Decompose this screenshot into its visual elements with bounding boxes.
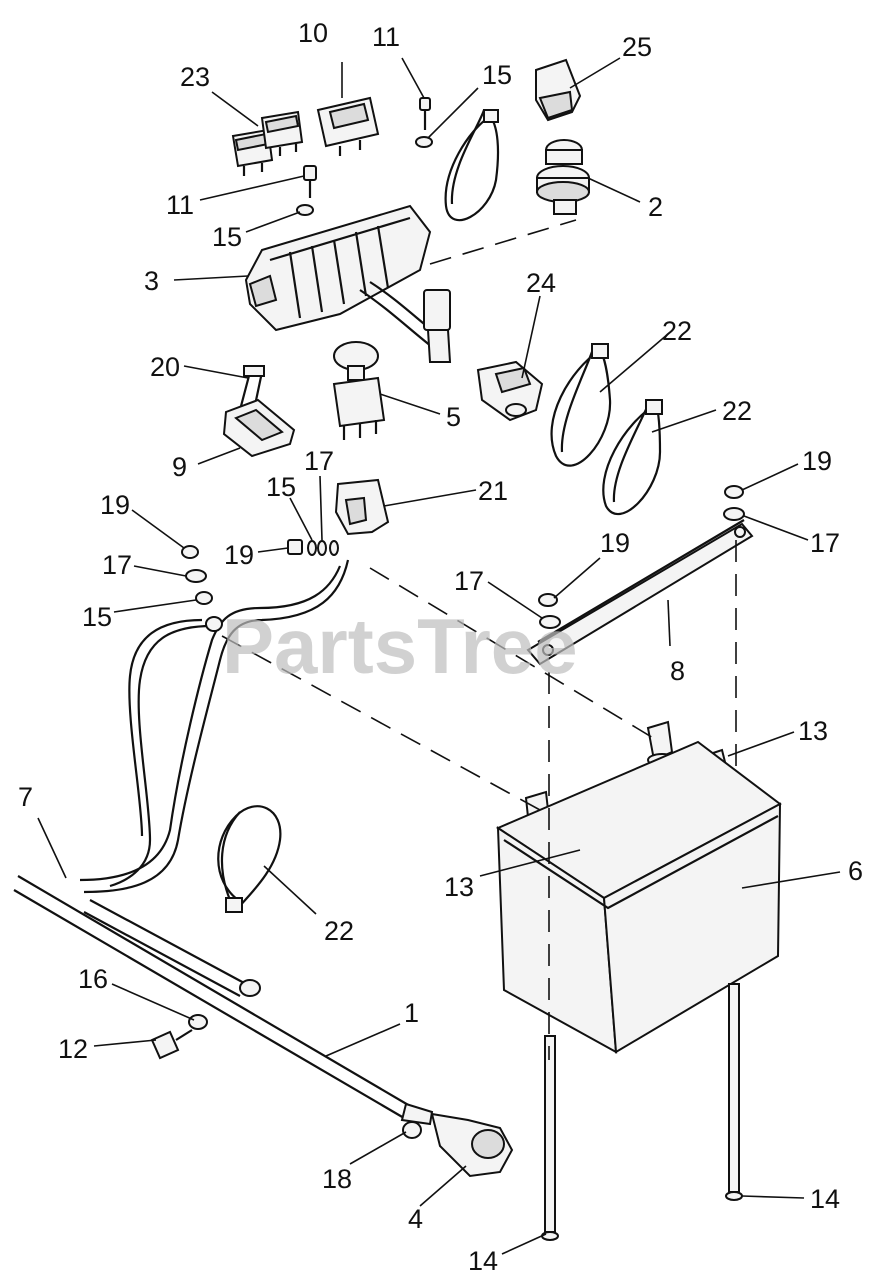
battery-bracket-part — [526, 519, 754, 666]
hour-meter-part — [316, 96, 380, 156]
callout-13: 13 — [798, 716, 828, 746]
callout-17: 17 — [810, 528, 840, 558]
nut-washer-part — [181, 485, 745, 629]
callout-19: 19 — [100, 490, 130, 520]
callout-7: 7 — [18, 782, 33, 812]
callout-9: 9 — [172, 452, 187, 482]
ground-cable-part — [13, 875, 434, 1126]
cable-tie-part — [550, 343, 663, 515]
battery-cable-part — [79, 559, 350, 997]
callout-20: 20 — [150, 352, 180, 382]
callout-1: 1 — [404, 998, 419, 1028]
relay-part — [476, 360, 544, 422]
callout-19: 19 — [802, 446, 832, 476]
callout-25: 25 — [622, 32, 652, 62]
battery-part — [495, 740, 782, 1054]
callout-15: 15 — [212, 222, 242, 252]
ignition-key-part — [535, 58, 582, 122]
ignition-switch-part — [536, 139, 590, 215]
hardware-part — [150, 1014, 422, 1139]
callout-labels: 10 11 15 25 23 11 2 15 3 24 22 20 5 22 9… — [18, 18, 863, 1276]
callout-10: 10 — [298, 18, 328, 48]
callout-15: 15 — [482, 60, 512, 90]
callout-19: 19 — [600, 528, 630, 558]
callout-14: 14 — [468, 1246, 498, 1276]
pto-switch-part — [332, 341, 386, 440]
callout-11: 11 — [166, 190, 194, 220]
callout-17: 17 — [454, 566, 484, 596]
cable-tie-part — [444, 109, 500, 222]
callout-22: 22 — [722, 396, 752, 426]
leader-lines — [37, 57, 841, 1255]
watermark-text: PartsTree — [222, 602, 578, 690]
callout-23: 23 — [180, 62, 210, 92]
callout-15: 15 — [82, 602, 112, 632]
callout-24: 24 — [526, 268, 556, 298]
callout-18: 18 — [322, 1164, 352, 1194]
callout-17: 17 — [304, 446, 334, 476]
terminal-clamp-part — [430, 1112, 514, 1178]
callout-6: 6 — [848, 856, 863, 886]
callout-5: 5 — [446, 402, 461, 432]
callout-13: 13 — [444, 872, 474, 902]
callout-3: 3 — [144, 266, 159, 296]
rocker-switch-part — [231, 110, 304, 176]
screw-part — [296, 97, 433, 216]
callout-21: 21 — [478, 476, 508, 506]
hold-down-rod-part — [541, 983, 743, 1241]
callout-17: 17 — [102, 550, 132, 580]
cable-tie-part — [217, 805, 282, 913]
callout-22: 22 — [324, 916, 354, 946]
callout-4: 4 — [408, 1204, 423, 1234]
wiring-harness-part — [244, 204, 452, 363]
callout-11: 11 — [372, 22, 400, 52]
callout-19: 19 — [224, 540, 254, 570]
callout-8: 8 — [670, 656, 685, 686]
callout-14: 14 — [810, 1184, 840, 1214]
callout-16: 16 — [78, 964, 108, 994]
callout-15: 15 — [266, 472, 296, 502]
callout-22: 22 — [662, 316, 692, 346]
fuse-holder-part — [222, 365, 296, 458]
callout-2: 2 — [648, 192, 663, 222]
terminal-boot-part — [334, 478, 390, 536]
callout-12: 12 — [58, 1034, 88, 1064]
alignment-lines — [221, 219, 737, 1060]
